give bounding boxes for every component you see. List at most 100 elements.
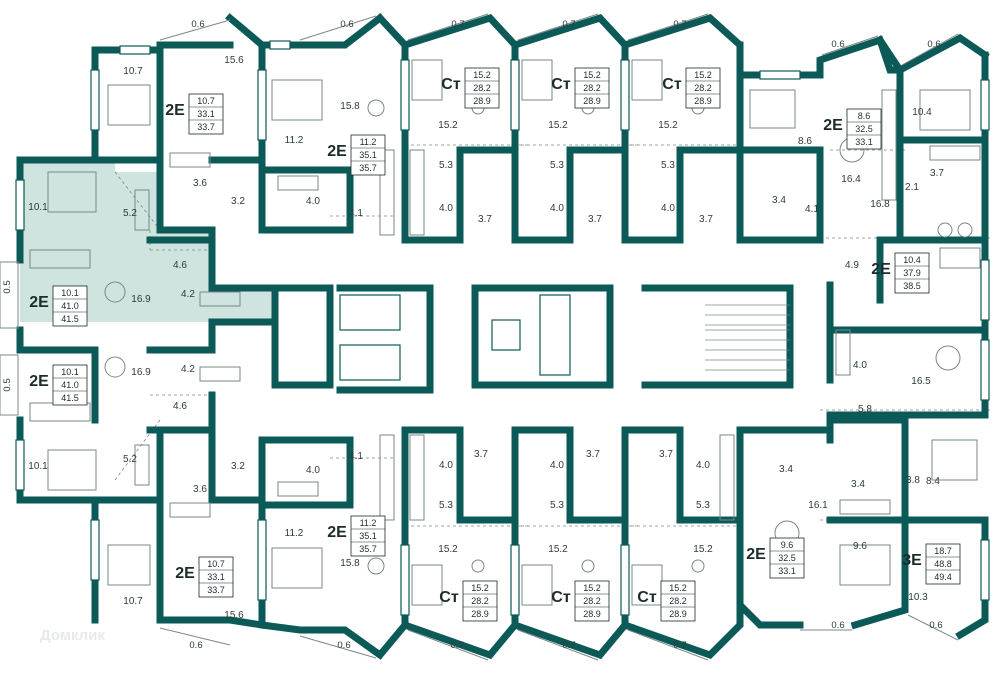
apartment-type-label: 2Е [871,261,891,278]
living-area-value: 15.2 [583,70,601,80]
apartment-type-label: 2Е [327,524,347,541]
area-box [198,556,234,598]
room-area-label: 3.6 [193,178,207,189]
room-area-label: 3.4 [851,479,865,490]
room-area-label: 3.4 [772,195,786,206]
area-box [350,134,386,176]
area-box [894,252,930,294]
room-area-label: 5.3 [550,160,564,171]
room-area-label: 15.2 [548,120,568,131]
total-area-value: 33.1 [207,572,225,582]
room-area-label: 4.6 [173,401,187,412]
room-area-label: 3.2 [231,196,245,207]
room-area-label: 15.8 [340,101,360,112]
watermark: Домклик [40,627,105,644]
room-area-label: 15.2 [438,120,458,131]
room-area-label: 4.0 [550,203,564,214]
area-box [462,580,498,622]
total-area-with-balcony-value: 28.9 [669,609,687,619]
total-area-value: 32.5 [778,553,796,563]
room-area-label: 4.0 [439,460,453,471]
total-area-with-balcony-value: 28.9 [583,609,601,619]
living-area-value: 8.6 [858,111,871,121]
living-area-value: 10.4 [903,255,921,265]
apartment-badge[interactable]: 2Е9.632.533.1 [746,537,805,579]
room-area-label: 3.7 [930,168,944,179]
balcony-area-label: 0.6 [831,39,844,50]
balcony-area-label: 0.6 [191,19,204,30]
total-area-value: 33.1 [197,109,215,119]
balcony-area-label: 0.5 [2,280,13,293]
room-area-label: 10.7 [123,66,143,77]
room-area-label: 4.6 [173,260,187,271]
room-area-label: 4.0 [696,460,710,471]
room-area-label: 3.7 [478,214,492,225]
area-box [925,543,961,585]
balcony-area-label: 0.6 [927,39,940,50]
living-area-value: 15.2 [583,583,601,593]
total-area-value: 41.0 [61,301,79,311]
room-area-label: 8.6 [798,136,812,147]
apartment-badge[interactable]: 2Е8.632.533.1 [823,108,882,150]
balcony-area-label: 0.5 [2,378,13,391]
furniture [29,59,981,606]
room-area-label: 3.2 [231,461,245,472]
area-box [464,67,500,109]
room-area-label: 10.7 [123,596,143,607]
apartment-badge[interactable]: 2Е 10.7 33.1 33.7 [175,556,234,598]
living-area-value: 10.7 [207,559,225,569]
apartment-type-label: 2Е [746,546,766,563]
room-area-label: 3.7 [588,214,602,225]
area-box [350,515,386,557]
room-area-label: 3.7 [699,214,713,225]
room-area-label: 5.3 [661,160,675,171]
living-area-value: 18.7 [934,546,952,556]
apartment-type-label: Ст [551,589,571,606]
total-area-with-balcony-value: 33.7 [197,122,215,132]
area-box [574,580,610,622]
total-area-with-balcony-value: 33.1 [855,137,873,147]
windows [15,40,990,616]
apartment-type-label: Ст [551,76,571,93]
total-area-value: 28.2 [473,83,491,93]
room-area-label: 5.2 [123,208,137,219]
apartment-type-label: 2Е [175,565,195,582]
apartment-type-label: Ст [439,589,459,606]
room-area-label: 4.0 [439,203,453,214]
apartment-badge[interactable]: Ст 15.2 28.2 28.9 [551,580,610,622]
room-area-label: 4.9 [845,260,859,271]
room-area-label: 16.9 [131,367,151,378]
total-area-value: 32.5 [855,124,873,134]
area-box [769,537,805,579]
room-area-label: 4.0 [853,360,867,371]
living-area-value: 15.2 [473,70,491,80]
total-area-value: 28.2 [583,596,601,606]
living-area-value: 15.2 [694,70,712,80]
room-area-label: 3.4 [779,464,793,475]
balcony-area-label: 0.7 [562,19,575,30]
total-area-with-balcony-value: 33.7 [207,585,225,595]
room-area-label: 3.7 [474,449,488,460]
living-area-value: 9.6 [781,540,794,550]
balcony-area-label: 0.7 [451,19,464,30]
room-area-label: 5.3 [439,160,453,171]
room-area-label: 4.2 [181,364,195,375]
room-area-label: 4.1 [805,204,819,215]
room-area-label: 10.1 [28,461,48,472]
living-area-value: 10.7 [197,96,215,106]
room-area-label: 15.2 [438,544,458,555]
room-area-label: 4.2 [181,289,195,300]
